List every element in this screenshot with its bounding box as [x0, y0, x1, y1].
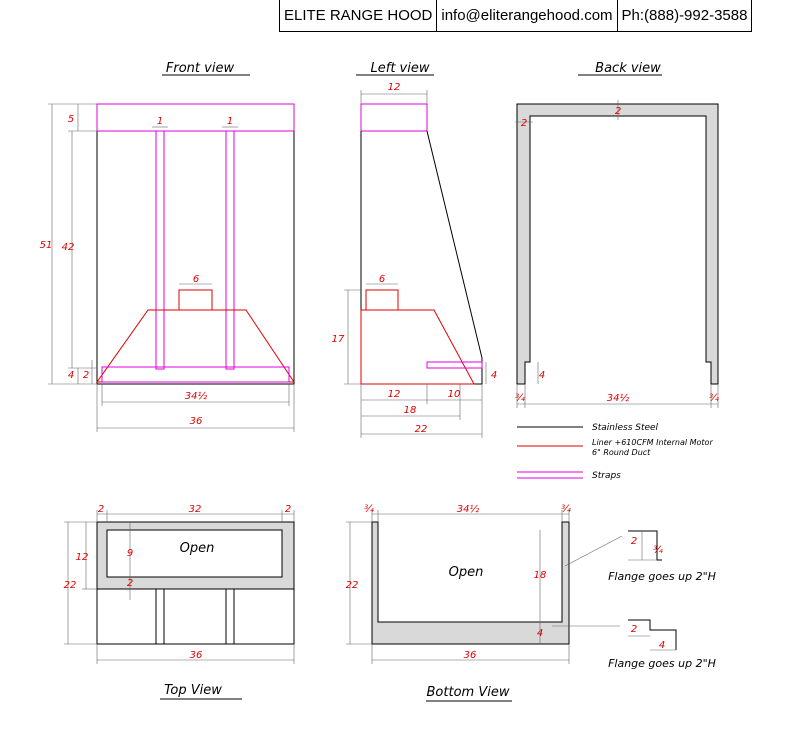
flange2-dim-2: 2	[631, 624, 637, 635]
bottom-dim-depth-22: 22	[346, 580, 359, 591]
flange2-label: Flange goes up 2"H	[608, 657, 716, 670]
left-dim-bottom-10: 10	[448, 389, 461, 400]
flange2-profile	[628, 619, 677, 650]
top-open-label: Open	[180, 541, 215, 556]
left-dim-duct-width: 6	[379, 274, 385, 285]
front-strap-left	[155, 130, 165, 370]
front-strap-right	[225, 130, 235, 370]
back-dim-top-2: 2	[615, 106, 621, 117]
flange1-leader	[564, 535, 623, 567]
front-top-band	[96, 103, 295, 132]
flange2-dim-4: 4	[659, 640, 665, 651]
legend-liner-label-2: 6" Round Duct	[592, 448, 651, 457]
left-dim-bottom-18: 18	[404, 405, 417, 416]
legend-straps-label: Straps	[592, 471, 621, 481]
front-dim-bottom-2: 2	[83, 370, 89, 381]
left-duct	[365, 289, 399, 311]
front-view: Front view 1 1 5 51 42 6 4 2 34½ 36	[40, 61, 295, 432]
title-block: ELITE RANGE HOOD info@eliterangehood.com…	[279, 0, 753, 32]
left-view-title: Left view	[371, 61, 430, 76]
top-strap-left	[155, 588, 165, 645]
front-dim-duct-width: 6	[193, 274, 199, 285]
left-dim-bottom-12: 12	[388, 389, 401, 400]
bottom-dim-bottom-4: 4	[537, 628, 543, 639]
top-dim-width-32: 32	[189, 504, 202, 515]
left-dim-total-depth: 22	[415, 424, 428, 435]
flange1-dim-3-4: ¾	[653, 545, 663, 556]
top-lower-body	[96, 588, 295, 645]
bottom-view-title: Bottom View	[427, 685, 510, 700]
top-dim-left-2: 2	[98, 504, 104, 515]
left-view: Left view 12 6 17 4 12 10 18 22	[332, 61, 497, 438]
bottom-dim-width-36: 36	[464, 650, 477, 661]
top-dim-width-36: 36	[190, 650, 203, 661]
back-dim-inner-width: 34½	[607, 392, 630, 404]
left-dim-top-depth: 12	[388, 82, 401, 93]
top-dim-depth-12: 12	[76, 552, 89, 563]
flange-detail-1: 2 ¾ Flange goes up 2"H	[608, 530, 716, 583]
front-duct	[178, 289, 213, 311]
back-frame	[516, 103, 719, 385]
left-strap-flange	[426, 361, 483, 369]
top-strap-right	[225, 588, 235, 645]
back-view-title: Back view	[595, 61, 661, 76]
left-body-outline	[360, 130, 483, 385]
back-dim-right-3-4: ¾	[709, 393, 719, 404]
front-view-title: Front view	[166, 61, 235, 76]
back-dim-left-3-4: ¾	[515, 393, 525, 404]
top-dim-right-2: 2	[285, 504, 291, 515]
legend-liner-label-1: Liner +610CFM Internal Motor	[592, 438, 713, 447]
top-dim-depth-22: 22	[64, 580, 77, 591]
left-dim-liner-height: 17	[332, 334, 345, 345]
back-dim-bottom-4: 4	[539, 370, 545, 381]
top-dim-inner-9: 9	[127, 548, 133, 559]
back-view: Back view 2 2 4 ¾ 34½ ¾	[515, 61, 719, 408]
flange1-profile	[628, 530, 662, 561]
bottom-dim-right-3-4: ¾	[561, 504, 571, 515]
top-view-title: Top View	[164, 683, 222, 698]
flange1-dim-2: 2	[631, 536, 637, 547]
front-body-outline	[96, 130, 295, 385]
front-dim-inner-width: 34½	[185, 390, 208, 402]
company-name: ELITE RANGE HOOD	[280, 0, 438, 31]
front-bottom-strap	[101, 366, 290, 383]
flange1-label: Flange goes up 2"H	[608, 570, 716, 583]
bottom-view: Open ¾ 34½ ¾ 22 18 4 36 Bottom View	[346, 503, 623, 702]
top-dim-bottom-2: 2	[127, 578, 133, 589]
company-phone: Ph:(888)-992-3588	[621, 7, 748, 24]
legend-stainless-label: Stainless Steel	[592, 423, 659, 433]
bottom-frame	[371, 521, 570, 645]
bottom-dim-height-18: 18	[534, 570, 547, 581]
company-email[interactable]: info@eliterangehood.com	[437, 0, 618, 31]
legend: Stainless Steel Liner +610CFM Internal M…	[517, 423, 713, 481]
front-dim-strap-left: 1	[157, 116, 163, 127]
bottom-dim-inner-width: 34½	[457, 503, 480, 515]
left-top-band	[360, 103, 428, 132]
front-dim-total-height: 51	[40, 240, 53, 251]
left-dim-bottom-4: 4	[491, 370, 497, 381]
front-dim-outer-width: 36	[190, 416, 203, 427]
bottom-open-label: Open	[449, 565, 484, 580]
flange-detail-2: 2 4 Flange goes up 2"H	[608, 619, 716, 670]
front-dim-strap-right: 1	[227, 116, 233, 127]
front-liner	[96, 309, 295, 383]
front-dim-body-height: 42	[62, 242, 75, 253]
bottom-dim-left-3-4: ¾	[364, 504, 374, 515]
top-view: Open 2 32 2 12 22 9 2 36 Top View	[64, 504, 295, 700]
front-dim-top-band: 5	[68, 114, 74, 125]
front-dim-bottom-4: 4	[68, 370, 74, 381]
back-dim-side-2: 2	[521, 118, 527, 129]
left-liner	[360, 309, 475, 385]
